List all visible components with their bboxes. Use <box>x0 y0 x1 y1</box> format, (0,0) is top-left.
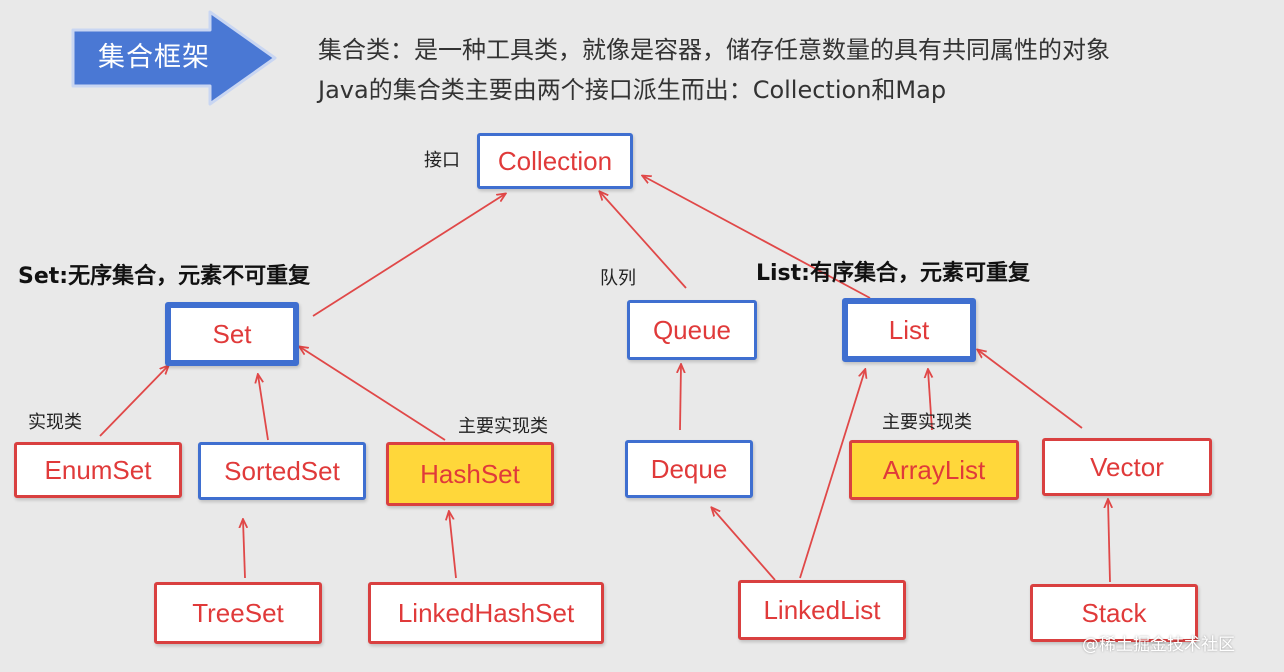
arrow-enumset-to-set <box>99 366 168 437</box>
node-vector: Vector <box>1042 438 1212 496</box>
main-impl-set-label: 主要实现类 <box>458 416 548 437</box>
list-heading: List:有序集合，元素可重复 <box>756 261 1030 286</box>
set-heading: Set:无序集合，元素不可重复 <box>18 264 311 289</box>
arrow-sortedset-to-set <box>258 375 269 441</box>
node-set: Set <box>165 302 299 366</box>
arrow-linkedhashset-to-hashset <box>449 512 457 579</box>
arrow-hashset-to-set <box>300 347 446 441</box>
node-collection: Collection <box>477 133 633 189</box>
description-line-1: 集合类：是一种工具类，就像是容器，储存任意数量的具有共同属性的对象 <box>318 36 1110 64</box>
banner-arrow-shape <box>71 10 277 106</box>
watermark: @稀土掘金技术社区 <box>1082 635 1235 655</box>
main-impl-list-label: 主要实现类 <box>882 412 972 433</box>
node-hashset: HashSet <box>386 442 554 506</box>
arrow-deque-to-queue <box>680 365 681 431</box>
arrow-linkedlist-to-deque <box>712 508 776 581</box>
impl-class-label: 实现类 <box>28 412 82 433</box>
node-list: List <box>842 298 976 362</box>
node-enumset: EnumSet <box>14 442 182 498</box>
node-queue: Queue <box>627 300 757 360</box>
arrow-treeset-to-sortedset <box>243 520 245 579</box>
interface-label: 接口 <box>424 150 460 171</box>
node-deque: Deque <box>625 440 753 498</box>
node-linkedlist: LinkedList <box>738 580 906 640</box>
node-linkedhashset: LinkedHashSet <box>368 582 604 644</box>
arrow-set-to-collection <box>312 194 505 317</box>
description-line-2: Java的集合类主要由两个接口派生而出：Collection和Map <box>318 76 947 104</box>
banner-title: 集合框架 <box>98 42 210 73</box>
arrow-stack-to-vector <box>1108 500 1110 583</box>
arrow-vector-to-list <box>978 350 1083 429</box>
node-sortedset: SortedSet <box>198 442 366 500</box>
node-arraylist: ArrayList <box>849 440 1019 500</box>
queue-label: 队列 <box>600 268 636 289</box>
node-stack: Stack <box>1030 584 1198 642</box>
node-treeset: TreeSet <box>154 582 322 644</box>
framework-banner: 集合框架 <box>70 10 280 106</box>
